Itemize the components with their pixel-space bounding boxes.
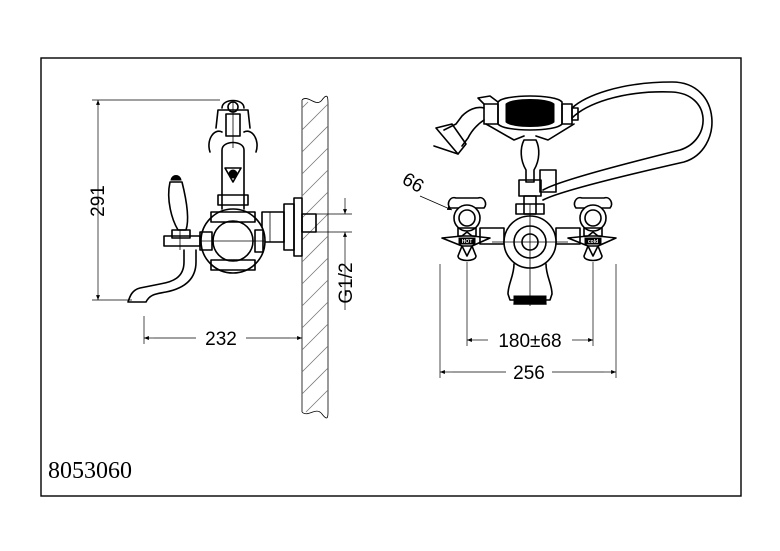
hand-shower bbox=[433, 95, 579, 155]
height-dimension: 291 bbox=[88, 99, 220, 301]
hot-handle: HOT bbox=[441, 196, 491, 262]
thread-size-label: G1/2 bbox=[336, 262, 357, 303]
overall-width-dimension: 256 bbox=[439, 264, 617, 384]
mixer-body-front bbox=[479, 204, 581, 306]
product-code: 8053060 bbox=[48, 458, 132, 484]
angle-annotation: 66 bbox=[398, 169, 453, 211]
handle-angle-label: 66 bbox=[398, 169, 427, 198]
cold-label: cold bbox=[588, 239, 598, 245]
mixer-body-side bbox=[200, 208, 266, 274]
lever-handle-side bbox=[163, 175, 213, 251]
shower-holder-side bbox=[208, 99, 258, 210]
side-view: G1/2 bbox=[88, 95, 357, 419]
spout-front bbox=[507, 263, 553, 305]
hot-label: HOT bbox=[462, 239, 473, 245]
wall-section bbox=[301, 95, 329, 419]
projection-label: 232 bbox=[205, 329, 237, 350]
center-distance-label: 180±68 bbox=[498, 331, 561, 352]
spout-side bbox=[127, 249, 197, 303]
overall-width-label: 256 bbox=[513, 363, 545, 384]
cold-handle: cold bbox=[567, 196, 617, 262]
center-distance-dimension: 180±68 bbox=[466, 262, 594, 352]
front-view: HOT cold 66 180±68 bbox=[398, 81, 713, 384]
shower-hose bbox=[539, 81, 713, 201]
height-label: 291 bbox=[88, 185, 109, 217]
projection-dimension: 232 bbox=[143, 316, 302, 350]
thread-dimension: G1/2 bbox=[316, 198, 357, 310]
wall-hatching bbox=[301, 101, 329, 413]
drawing-frame bbox=[40, 57, 742, 497]
wall-connector bbox=[261, 197, 317, 257]
